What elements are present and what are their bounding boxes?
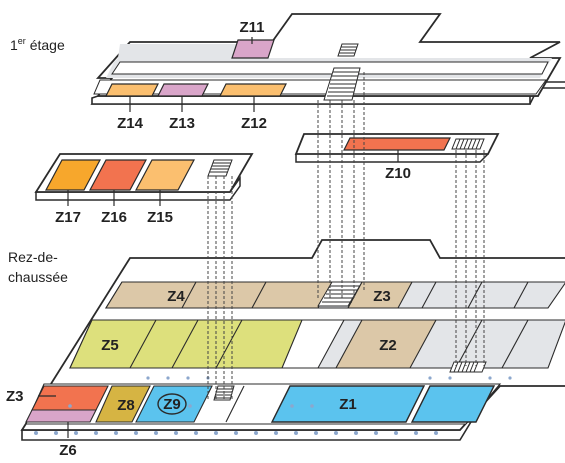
z3-label: Z3: [373, 288, 391, 305]
ground-floor: [20, 239, 565, 441]
mezzanine-stairs: [451, 138, 485, 150]
z12-label: Z12: [241, 115, 267, 132]
z10-label: Z10: [385, 165, 411, 182]
zone-z16[interactable]: [89, 159, 147, 191]
zone-z10[interactable]: [343, 137, 451, 151]
ground-floor-label-line2: chaussée: [8, 269, 68, 285]
zone-z12[interactable]: [219, 83, 287, 97]
z9-label: Z9: [163, 396, 181, 413]
z1-label: Z1: [339, 396, 357, 413]
z8-label: Z8: [117, 397, 135, 414]
first-floor-inner-band: [111, 61, 549, 75]
platform-z15-z17: [34, 153, 254, 206]
z5-label: Z5: [101, 337, 119, 354]
z16-label: Z16: [101, 209, 127, 226]
z11-label: Z11: [239, 19, 264, 36]
slab-dots: [34, 376, 512, 435]
zone-z11[interactable]: [231, 39, 275, 59]
z17-label: Z17: [55, 209, 81, 226]
first-floor-stairs-large: [323, 67, 361, 101]
zone-z15[interactable]: [135, 159, 195, 191]
z6-label: Z6: [59, 442, 77, 459]
first-floor-slab-front: [91, 95, 531, 105]
zone-z1[interactable]: [270, 385, 426, 423]
first-floor-stairs-small: [337, 43, 359, 57]
zone-z9[interactable]: [157, 393, 187, 415]
zone-z17[interactable]: [45, 159, 101, 191]
zone-z4[interactable]: [105, 281, 333, 309]
zone-z2[interactable]: [335, 319, 437, 369]
ground-floor-label-line1: Rez-de-: [8, 249, 58, 265]
ground-walkway: [281, 319, 345, 369]
z15-label: Z15: [147, 209, 173, 226]
mezzanine-z10: [294, 133, 500, 163]
platform-stairs: [207, 159, 233, 177]
z13-label: Z13: [169, 115, 195, 132]
zone-z14[interactable]: [105, 83, 159, 97]
z14-label: Z14: [117, 115, 144, 132]
zone-z1-annex[interactable]: [410, 385, 496, 423]
z2-label: Z2: [379, 337, 397, 354]
ground-stairs-right: [449, 361, 487, 373]
vertical-connectors: [207, 72, 485, 400]
z4-label: Z4: [167, 288, 185, 305]
first-floor-label: 1er étage: [10, 36, 65, 53]
zone-z6[interactable]: [25, 409, 97, 423]
first-floor: [90, 13, 565, 112]
z3-left-label: Z3: [6, 388, 24, 405]
zone-z13[interactable]: [157, 83, 209, 97]
zone-z8[interactable]: [95, 385, 151, 423]
ground-stairs-top: [317, 281, 363, 307]
